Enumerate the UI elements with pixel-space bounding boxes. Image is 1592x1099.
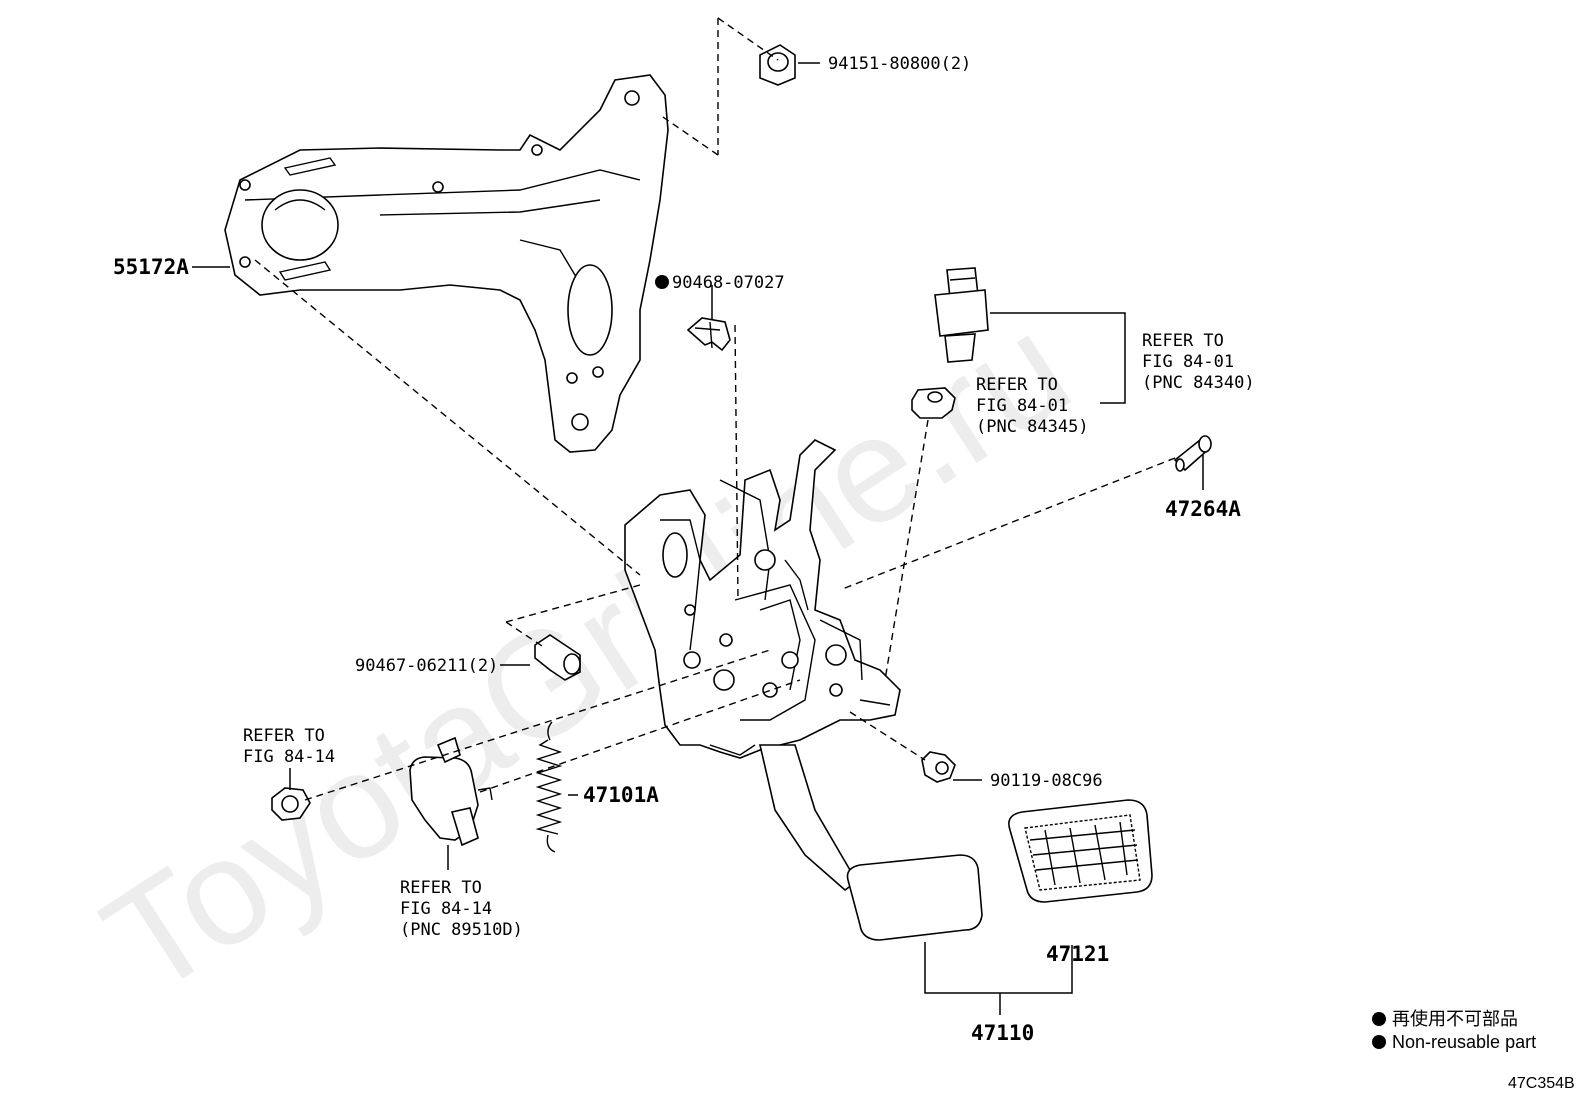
legend: 再使用不可部品 Non-reusable part	[1372, 1009, 1536, 1052]
refer-89510D-line1: REFER TO	[400, 878, 482, 898]
stop-lamp-switch	[934, 267, 989, 363]
label-90468: 90468-07027	[672, 273, 785, 293]
bolt-90119	[921, 751, 956, 783]
non-reusable-mark-icon	[655, 275, 669, 289]
refer-84340-line3: (PNC 84340)	[1142, 373, 1255, 393]
refer-84-14-line1: REFER TO	[243, 726, 325, 746]
legend-jp: 再使用不可部品	[1392, 1009, 1518, 1029]
bracket-55172A	[224, 74, 669, 453]
label-47110: 47110	[971, 1021, 1034, 1045]
leader-lines	[192, 62, 1204, 1015]
clip-90468	[686, 317, 731, 352]
refer-84345-line3: (PNC 84345)	[976, 417, 1089, 437]
refer-84340-line2: FIG 84-01	[1142, 352, 1234, 372]
bolt-90467	[534, 634, 581, 681]
label-90119: 90119-08C96	[990, 771, 1103, 791]
pedal-pad-47121	[1008, 799, 1153, 903]
refer-89510D-line3: (PNC 89510D)	[400, 920, 523, 940]
pedal-sensor	[409, 736, 493, 847]
legend-dot-icon	[1372, 1012, 1386, 1026]
legend-dot-icon	[1372, 1035, 1386, 1049]
nut-94151	[759, 44, 796, 86]
part-labels: 94151-80800(2) 55172A 90468-07027 REFER …	[113, 54, 1255, 1045]
label-47121: 47121	[1046, 942, 1109, 966]
pin-47264A	[1173, 435, 1212, 472]
refer-84345-line2: FIG 84-01	[976, 396, 1068, 416]
spring-47101A	[535, 721, 563, 853]
refer-84340-line1: REFER TO	[1142, 331, 1224, 351]
legend-en: Non-reusable part	[1392, 1032, 1536, 1052]
label-94151: 94151-80800(2)	[828, 54, 971, 74]
label-47101A: 47101A	[583, 783, 659, 807]
assembly-lines	[254, 17, 1176, 801]
refer-89510D-line2: FIG 84-14	[400, 899, 492, 919]
refer-84-14-line2: FIG 84-14	[243, 747, 335, 767]
switch-cushion	[911, 387, 956, 419]
pedal-bracket-assembly	[624, 439, 901, 759]
label-47264A: 47264A	[1165, 497, 1241, 521]
label-55172A: 55172A	[113, 255, 189, 279]
nut-left	[271, 787, 311, 821]
label-90467: 90467-06211(2)	[355, 656, 498, 676]
figure-code: 47C354B	[1508, 1075, 1575, 1092]
pedal-arm	[758, 744, 983, 941]
refer-84345-line1: REFER TO	[976, 375, 1058, 395]
